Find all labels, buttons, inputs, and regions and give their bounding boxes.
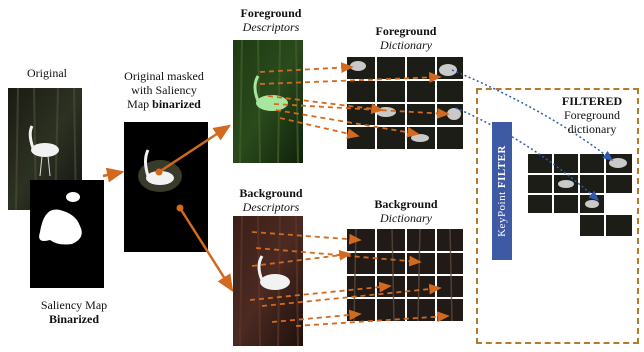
filtered-line2: Foreground: [564, 108, 620, 122]
filter-dotted-links: [451, 69, 614, 201]
masked-label: Original masked with Saliency Map binari…: [110, 69, 218, 111]
filter-box: [476, 88, 639, 344]
fg-dict-title: Foreground: [375, 24, 437, 38]
fg-desc-subtitle: Descriptors: [242, 20, 300, 34]
saliency-label-line1: Saliency Map: [40, 298, 108, 312]
arrow-to-masked: [102, 167, 125, 183]
bg-dictionary-label: Background Dictionary: [358, 197, 454, 225]
bg-desc-subtitle: Descriptors: [242, 200, 300, 214]
bg-descriptors-image: [233, 215, 303, 347]
bg-desc-title: Background: [239, 186, 303, 200]
filtered-line3: dictionary: [567, 122, 617, 136]
fg-descriptors-label: Foreground Descriptors: [226, 6, 316, 34]
bg-dictionary-grid: [346, 228, 464, 322]
saliency-map-image: [30, 180, 104, 288]
masked-line3-bold: binarized: [152, 97, 201, 111]
saliency-label-line2: Binarized: [49, 312, 99, 326]
pipeline-arrows: [102, 124, 234, 293]
bg-descriptors-label: Background Descriptors: [226, 186, 316, 214]
bg-dashed-arrows: [249, 231, 450, 327]
masked-line2: with Saliency: [131, 83, 197, 97]
keypoint-filter-label: KeyPoint FILTER: [492, 122, 512, 260]
arrow-to-bg-descriptors: [178, 207, 234, 293]
keypoint-bold: FILTER: [496, 145, 509, 189]
fg-dict-subtitle: Dictionary: [380, 38, 432, 52]
masked-image: [124, 122, 208, 252]
fg-descriptors-image: [233, 39, 303, 164]
fg-dashed-arrows: [259, 62, 450, 139]
arrow-to-fg-descriptors: [158, 124, 232, 174]
masked-line3: Map: [127, 97, 153, 111]
keypoint-prefix: KeyPoint: [496, 188, 509, 237]
original-label: Original: [27, 66, 67, 80]
filtered-title: FILTERED: [561, 94, 623, 108]
masked-line1: Original masked: [124, 69, 204, 83]
fg-dictionary-label: Foreground Dictionary: [358, 24, 454, 52]
fg-desc-title: Foreground: [240, 6, 302, 20]
bg-dict-title: Background: [374, 197, 438, 211]
filtered-dictionary-grid: [527, 153, 633, 237]
filtered-label: FILTERED Foreground dictionary: [548, 94, 636, 136]
saliency-label: Saliency Map Binarized: [24, 298, 124, 326]
fg-dictionary-grid: [346, 56, 464, 150]
bg-dict-subtitle: Dictionary: [380, 211, 432, 225]
